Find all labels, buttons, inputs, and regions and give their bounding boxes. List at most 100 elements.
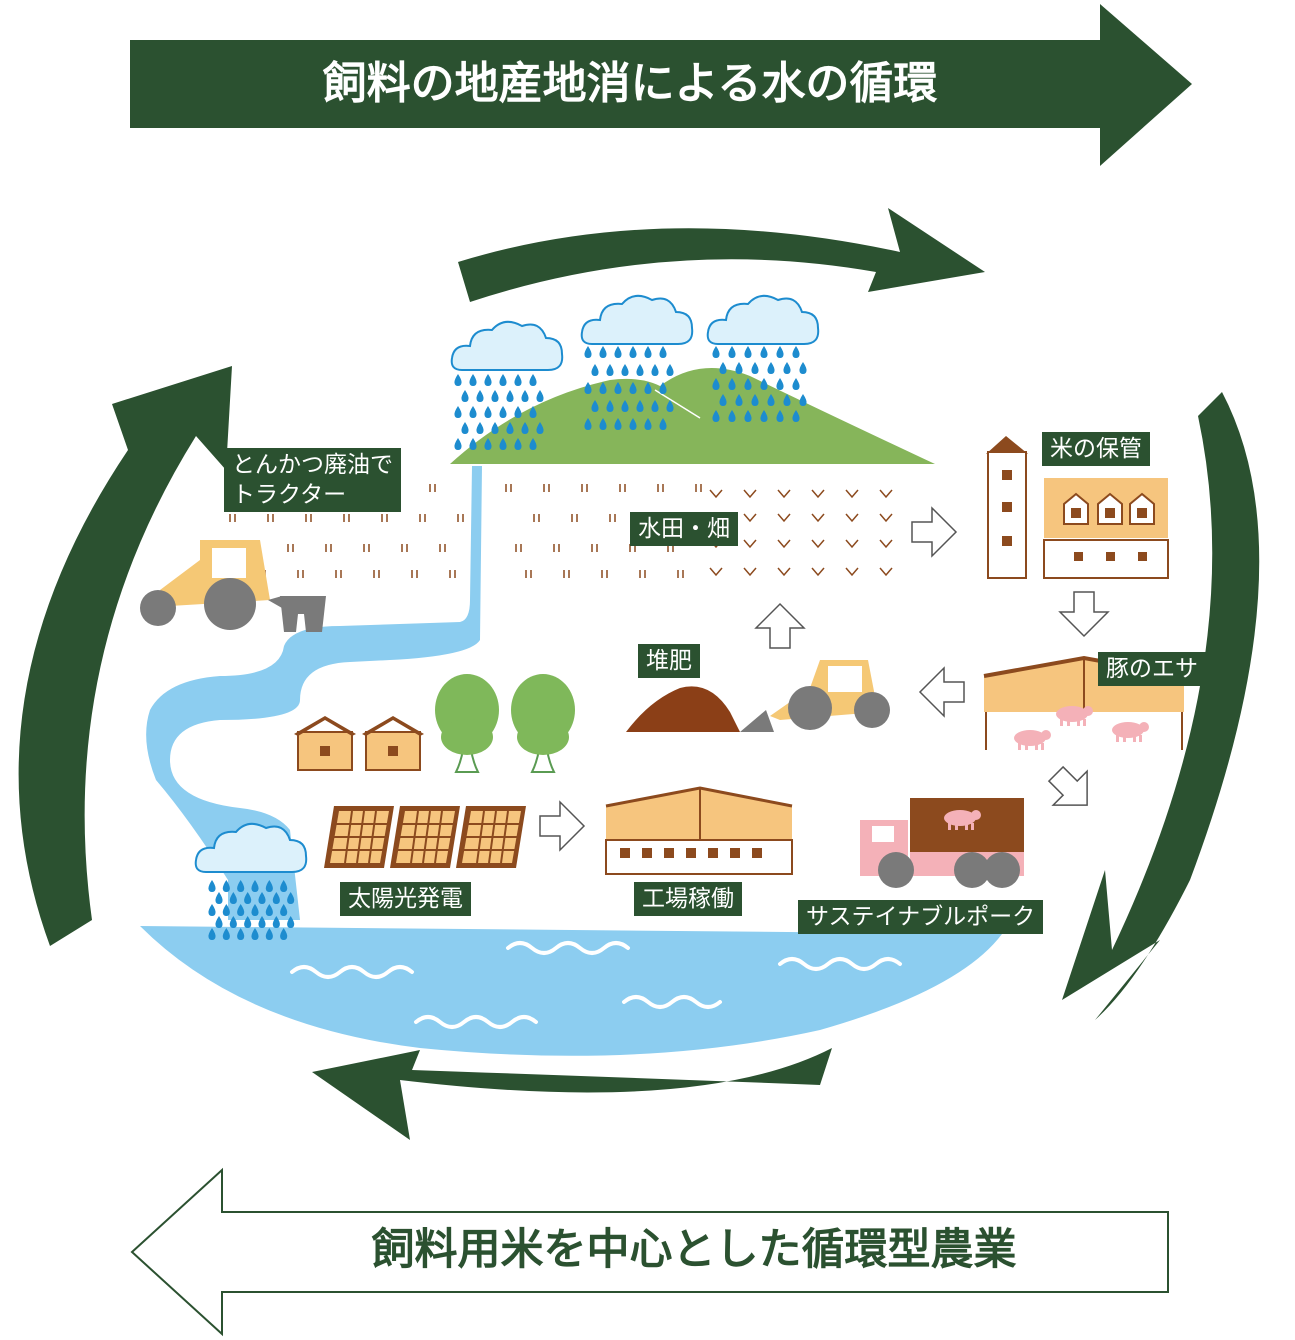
crop-mark	[525, 570, 532, 578]
rain-drop	[776, 346, 784, 358]
crop-mark	[845, 539, 859, 549]
crop-mark	[609, 514, 616, 522]
crop-mark	[305, 514, 312, 522]
crop-mark	[571, 514, 578, 522]
top-banner-arrow	[130, 4, 1192, 166]
rain-drop	[760, 346, 768, 358]
rain-drop	[454, 438, 462, 450]
crop-mark	[777, 567, 791, 577]
rain-drop	[614, 346, 622, 358]
rain-drop	[476, 422, 484, 434]
top-banner-title: 飼料の地産地消による水の循環	[322, 58, 938, 109]
crop-mark	[401, 544, 408, 552]
crop-mark	[777, 539, 791, 549]
rain-drop	[719, 362, 727, 374]
crop-mark	[677, 570, 684, 578]
cloud-right	[706, 294, 820, 345]
rain-drop	[469, 406, 477, 418]
river	[146, 466, 482, 920]
arrow-feed-to-truck	[1038, 756, 1105, 823]
rain-drop	[744, 346, 752, 358]
rain-drop	[636, 364, 644, 376]
rain-drop	[461, 390, 469, 402]
rain-drop	[751, 362, 759, 374]
crop-mark	[381, 514, 388, 522]
rain-drop	[514, 374, 522, 386]
house-left	[293, 715, 357, 771]
rain-drop	[484, 406, 492, 418]
crop-mark	[297, 570, 304, 578]
rain-drop	[651, 364, 659, 376]
rain-drop	[208, 880, 216, 892]
crop-mark	[709, 567, 723, 577]
crop-mark	[845, 567, 859, 577]
lake	[140, 926, 1002, 1056]
crop-mark	[845, 489, 859, 499]
rain-drop	[629, 346, 637, 358]
rain-drop	[621, 364, 629, 376]
label-feed: 豚のエサ	[1098, 652, 1206, 686]
label-paddy: 水田・畑	[630, 512, 738, 546]
bottom-banner-arrow	[130, 1167, 1169, 1337]
arrow-compost-to-field	[755, 603, 805, 649]
silo	[986, 436, 1028, 579]
crop-mark	[743, 513, 757, 523]
hill	[450, 368, 935, 464]
crop-mark	[449, 570, 456, 578]
rain-drop	[461, 422, 469, 434]
crop-mark	[811, 489, 825, 499]
crop-mark	[695, 484, 702, 492]
crop-mark	[581, 484, 588, 492]
rain-drop	[208, 904, 216, 916]
crop-mark	[845, 513, 859, 523]
crop-mark	[267, 514, 274, 522]
label-pork: サステイナブルポーク	[798, 900, 1044, 934]
rain-drop	[767, 362, 775, 374]
rain-drop	[506, 390, 514, 402]
rain-drop	[591, 364, 599, 376]
cycle-arrow-top	[458, 208, 985, 302]
cycle-arrow-right	[1062, 392, 1260, 1020]
crop-mark	[515, 544, 522, 552]
label-storage: 米の保管	[1042, 432, 1150, 466]
rain-drop	[760, 378, 768, 390]
cloud-center	[580, 294, 694, 345]
rain-drop	[606, 364, 614, 376]
crop-mark	[811, 567, 825, 577]
crop-mark	[601, 570, 608, 578]
crop-mark	[879, 513, 893, 523]
cycle-arrow-left	[18, 366, 233, 946]
crop-mark	[505, 484, 512, 492]
factory	[605, 786, 793, 875]
crop-mark	[533, 514, 540, 522]
arrow-feed-to-compost	[919, 667, 965, 717]
crop-mark	[563, 570, 570, 578]
arrow-solar-to-factory	[539, 801, 585, 851]
crop-mark	[373, 570, 380, 578]
label-compost: 堆肥	[638, 644, 700, 678]
rain-drop	[454, 374, 462, 386]
solar-panel-3	[455, 805, 527, 869]
rain-drop	[476, 390, 484, 402]
rain-drop	[521, 390, 529, 402]
bottom-banner-title: 飼料用米を中心とした循環型農業	[371, 1225, 1017, 1275]
arrow-storage-to-feed	[1059, 591, 1109, 637]
crop-mark	[287, 544, 294, 552]
rain-drop	[799, 362, 807, 374]
house-right	[361, 715, 425, 771]
label-solar: 太陽光発電	[340, 882, 471, 916]
crop-mark	[743, 489, 757, 499]
crop-mark	[457, 514, 464, 522]
compost-pile	[626, 686, 740, 732]
label-factory: 工場稼働	[634, 882, 742, 916]
crop-mark	[343, 514, 350, 522]
solar-panel-2	[389, 805, 461, 869]
crop-mark	[619, 484, 626, 492]
loader-center	[740, 660, 890, 732]
rice-storage-building	[1043, 478, 1169, 579]
rain-drop	[514, 406, 522, 418]
cycle-arrows	[18, 208, 1260, 1140]
tractor-left	[140, 540, 326, 632]
rain-drop	[536, 390, 544, 402]
